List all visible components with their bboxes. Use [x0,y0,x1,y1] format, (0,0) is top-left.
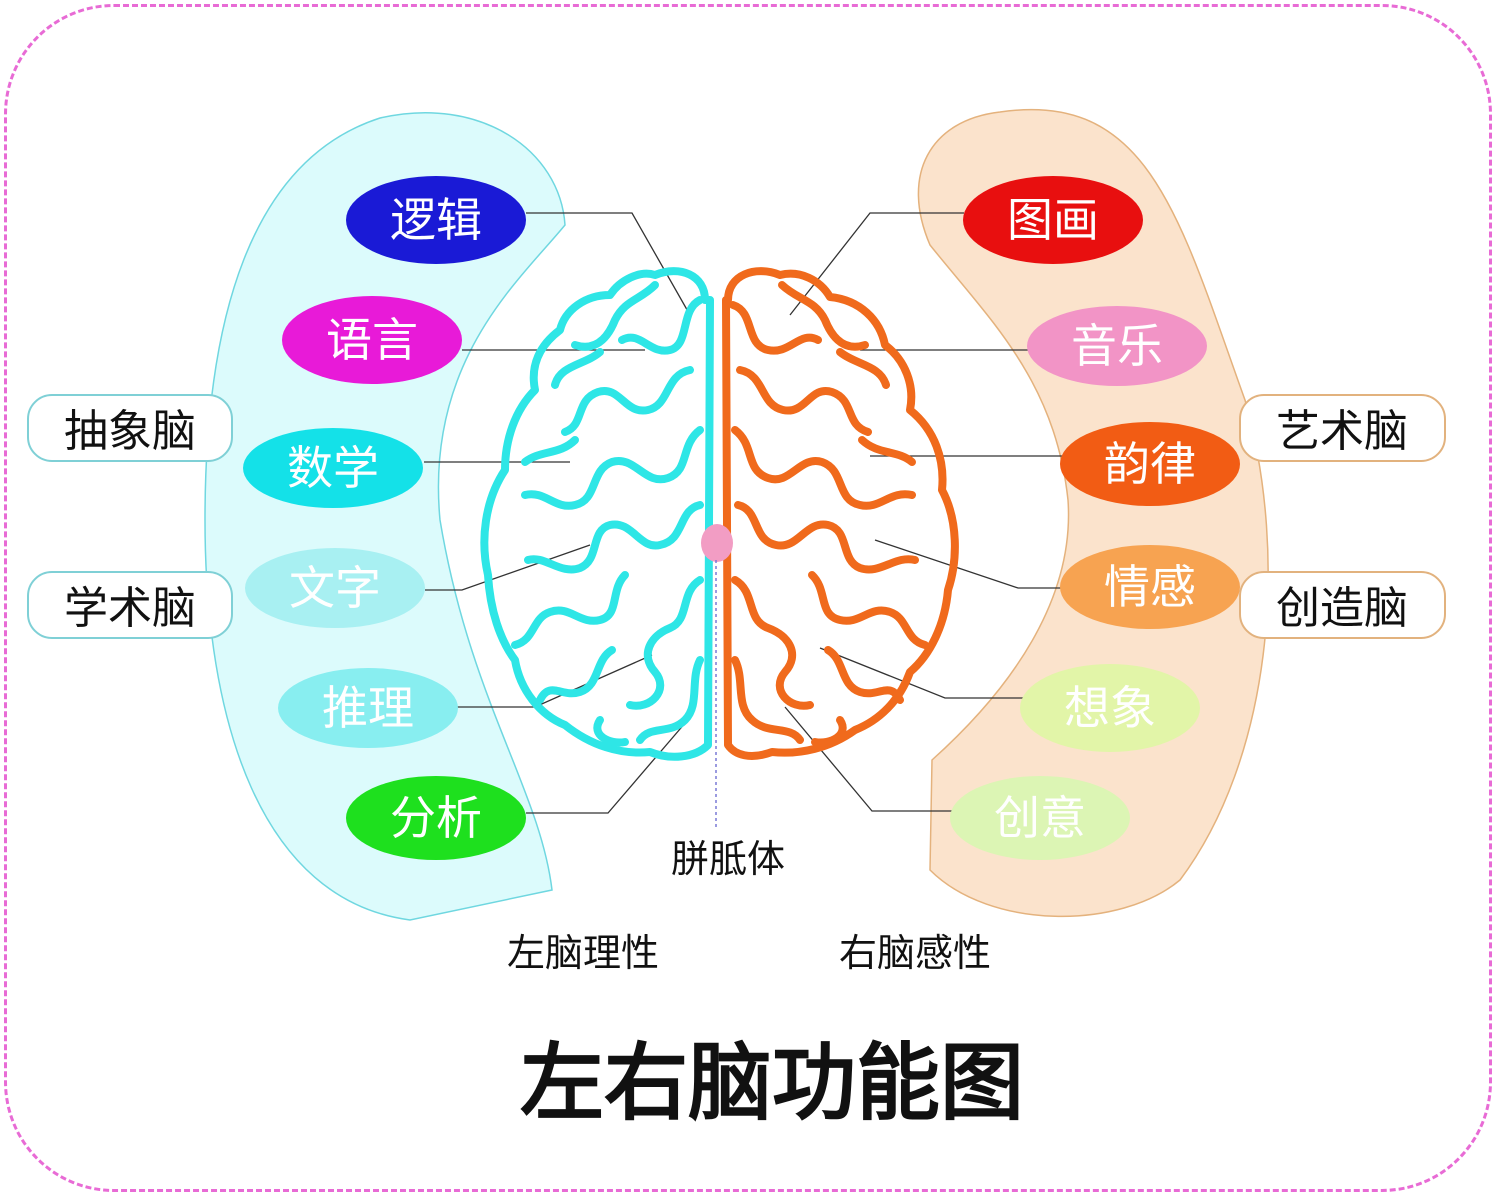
pill-label: 韵律 [1104,437,1196,491]
side-label-box [27,394,233,462]
corpus-callosum-dot [701,524,733,562]
right-brain-caption: 右脑感性 [839,931,991,975]
pill-shape [243,428,423,508]
right-side-labels: 艺术脑 创造脑 [1239,394,1446,639]
pill-imagination: 想象 [1020,664,1200,752]
pill-rhythm: 韵律 [1060,422,1240,506]
pill-shape [1027,306,1207,386]
side-label-art: 艺术脑 [1276,406,1408,457]
left-hemisphere [480,267,714,761]
pill-music: 音乐 [1027,306,1207,386]
page-title: 左右脑功能图 [520,1034,1024,1132]
pill-shape [245,548,425,628]
pill-label: 分析 [390,791,482,845]
side-label-box [1239,571,1446,639]
pill-shape [1020,664,1200,752]
connector-lines [424,212,1062,814]
corpus-callosum-label: 胼胝体 [671,837,785,881]
pill-label: 音乐 [1071,319,1163,373]
pill-shape [278,668,458,748]
side-label-academic: 学术脑 [64,583,196,634]
pill-shape [950,776,1130,860]
pill-label: 图画 [1007,193,1099,247]
pill-shape [282,296,462,384]
left-side-labels: 抽象脑 学术脑 [27,394,233,639]
pill-label: 文字 [289,561,381,615]
side-label-box [27,571,233,639]
side-label-creative: 创造脑 [1276,583,1408,634]
pill-emotion: 情感 [1060,545,1240,629]
page-border [4,4,1492,1192]
pill-shape [1060,422,1240,506]
pill-shape [346,776,526,860]
pill-label: 推理 [322,681,414,735]
pill-label: 逻辑 [390,193,482,247]
pill-analysis: 分析 [346,776,526,860]
pill-label: 想象 [1064,681,1156,735]
pill-drawing: 图画 [963,176,1143,264]
pill-shape [346,176,526,264]
pill-language: 语言 [282,296,462,384]
pill-reasoning: 推理 [278,668,458,748]
pill-shape [1060,545,1240,629]
pill-label: 情感 [1104,560,1196,614]
pill-label: 创意 [994,791,1086,845]
side-label-box [1239,394,1446,462]
right-hemisphere [722,267,959,760]
pill-label: 语言 [326,313,418,367]
pill-math: 数学 [243,428,423,508]
pill-shape [963,176,1143,264]
pill-label: 数学 [287,441,379,495]
pill-logic: 逻辑 [346,176,526,264]
pill-writing: 文字 [245,548,425,628]
left-brain-caption: 左脑理性 [507,931,659,975]
pill-creativity: 创意 [950,776,1130,860]
side-label-abstract: 抽象脑 [64,406,196,457]
